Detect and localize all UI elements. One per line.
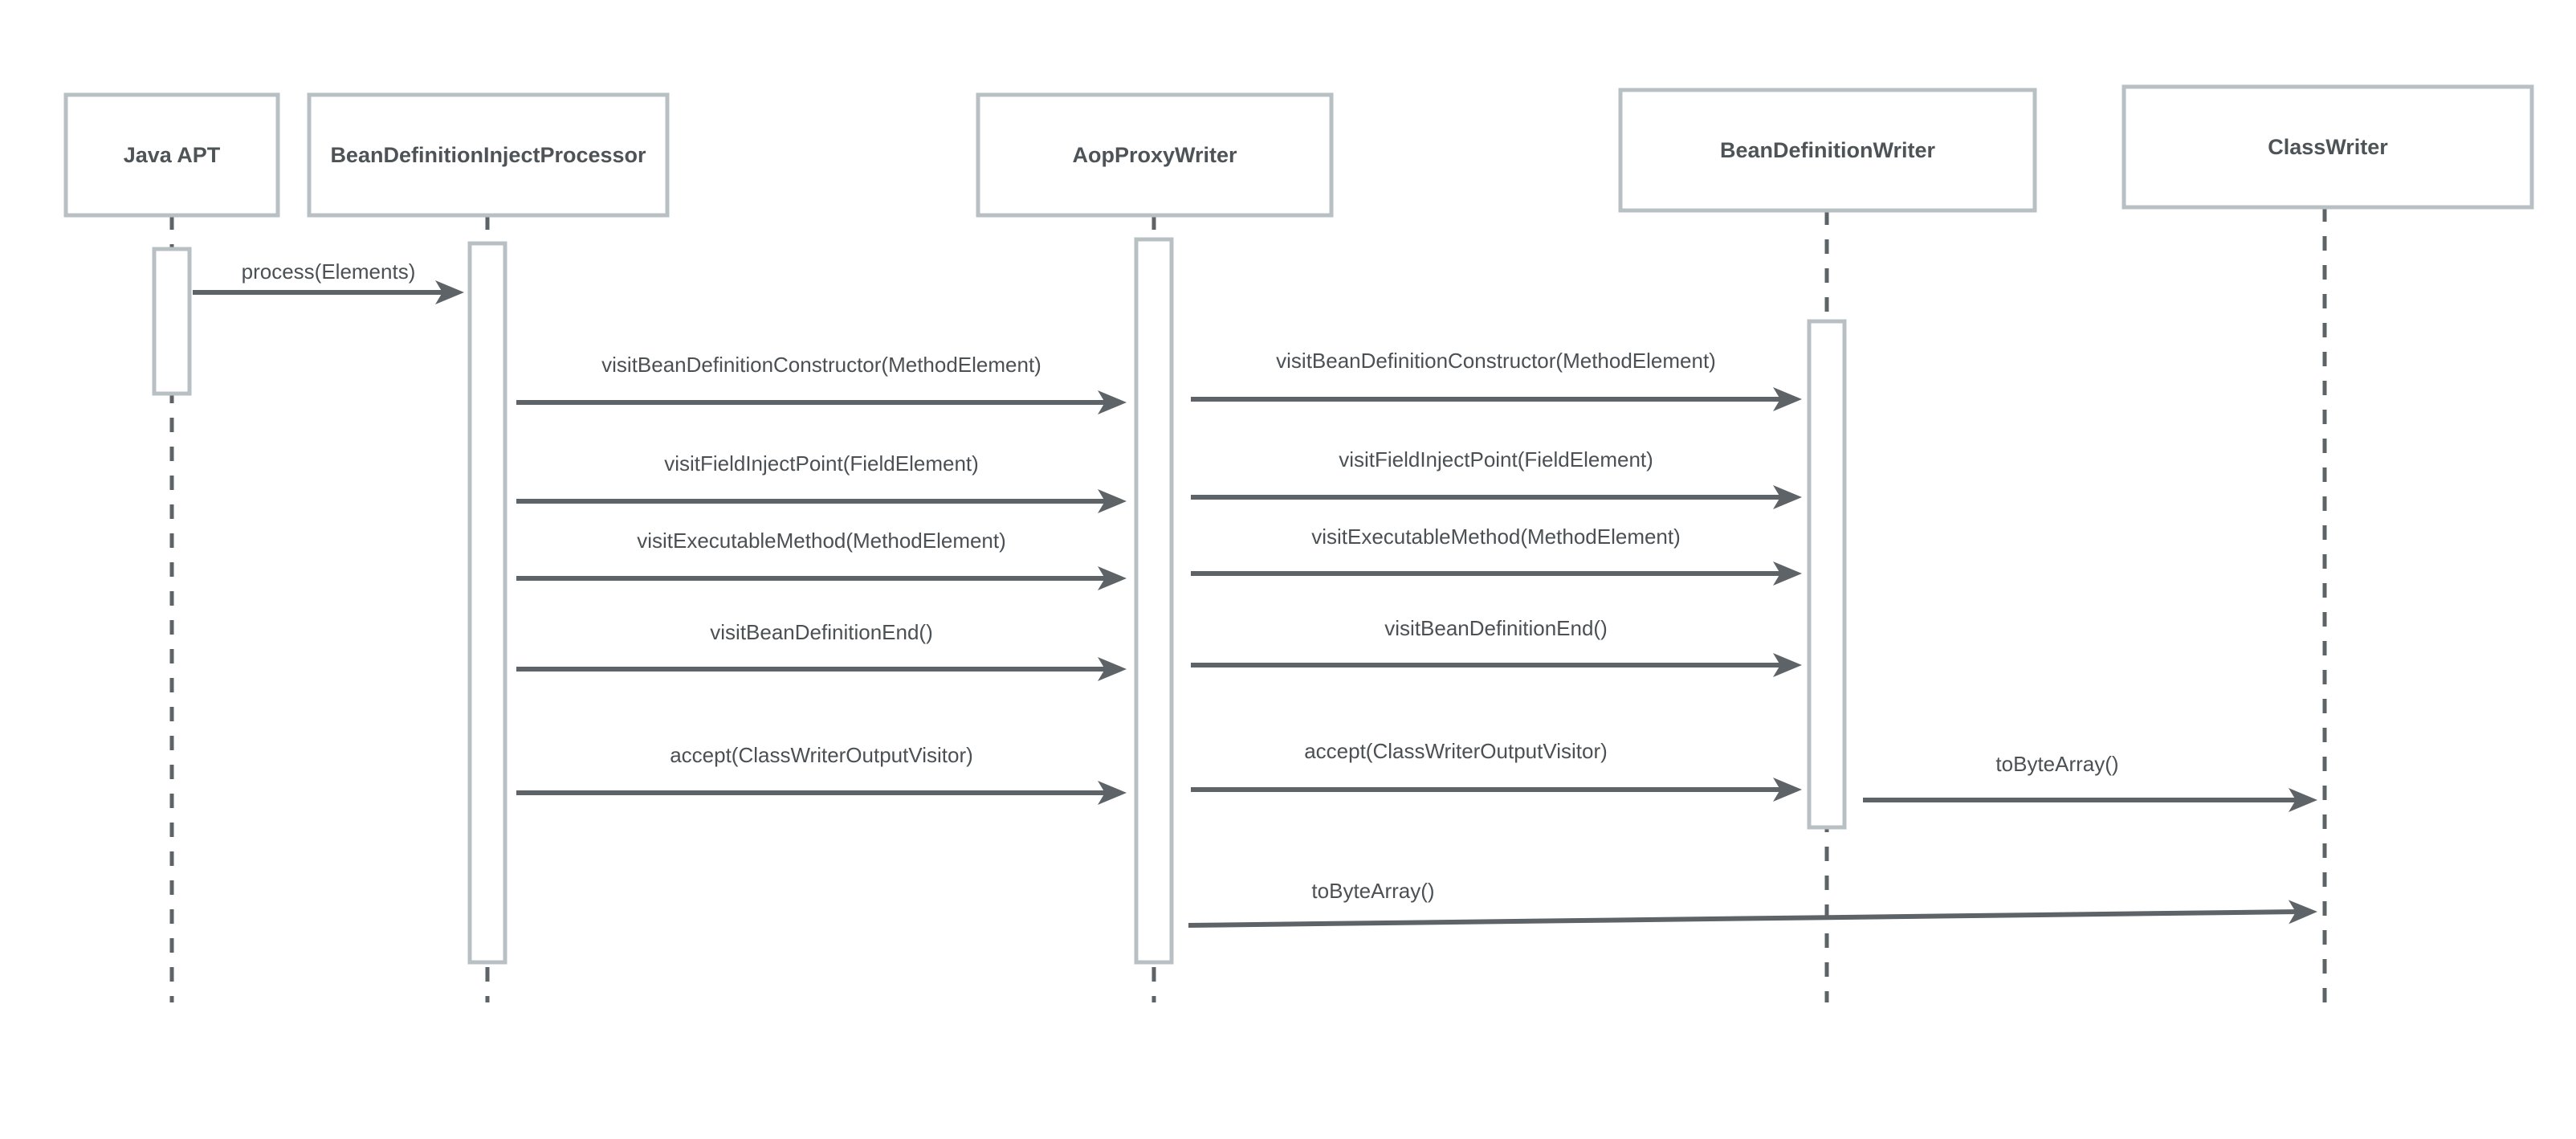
message-arrowhead [1098, 781, 1127, 805]
message-label: visitExecutableMethod(MethodElement) [1311, 525, 1681, 549]
message-labels-layer: process(Elements) visitBeanDefinitionCons… [242, 259, 2119, 903]
participant-label-bdw: BeanDefinitionWriter [1720, 138, 1936, 162]
message-label: visitBeanDefinitionEnd() [710, 620, 932, 644]
message-label: accept(ClassWriterOutputVisitor) [1304, 739, 1608, 763]
message-2-bdip-to-apw [516, 390, 1127, 414]
message-arrowhead [1098, 566, 1127, 590]
message-arrowhead [2288, 900, 2317, 925]
message-12-bdw-to-cw [1863, 788, 2317, 812]
message-6-bdip-to-apw [516, 566, 1127, 590]
message-arrowhead [1773, 561, 1802, 586]
message-label: visitFieldInjectPoint(FieldElement) [1339, 447, 1653, 472]
participant-box-apw[interactable] [976, 92, 1334, 218]
participant-cw[interactable]: ClassWriter [2122, 84, 2534, 210]
message-1-javaapt-to-bdip [193, 280, 464, 304]
participant-javaapt[interactable]: Java APT [63, 92, 280, 218]
activation-bar-bdw [1807, 319, 1847, 830]
activation-bar-javaapt [152, 247, 192, 396]
activations-layer [152, 237, 1847, 965]
participant-box-javaapt[interactable] [63, 92, 280, 218]
message-arrowhead [1098, 657, 1127, 681]
participant-label-bdip: BeanDefinitionInjectProcessor [330, 143, 646, 167]
participant-label-javaapt: Java APT [124, 143, 221, 167]
message-3-apw-to-bdw [1191, 387, 1802, 411]
message-label: toByteArray() [1995, 752, 2118, 776]
message-10-bdip-to-apw [516, 781, 1127, 805]
message-arrowhead [1773, 485, 1802, 509]
participant-bdw[interactable]: BeanDefinitionWriter [1618, 88, 2037, 213]
message-label: visitBeanDefinitionConstructor(MethodEle… [1276, 349, 1716, 373]
participants-layer: Java APT BeanDefinitionInjectProcessor Aop… [63, 84, 2534, 218]
participant-box-cw[interactable] [2122, 84, 2534, 210]
message-label: visitFieldInjectPoint(FieldElement) [664, 451, 979, 476]
participant-label-cw: ClassWriter [2268, 135, 2388, 159]
message-arrowhead [1773, 387, 1802, 411]
messages-layer [193, 280, 2317, 928]
message-label: process(Elements) [242, 259, 416, 284]
activation-bar-bdip [467, 241, 507, 965]
participant-label-apw: AopProxyWriter [1072, 143, 1237, 167]
message-arrowhead [1773, 778, 1802, 802]
message-line [1188, 909, 2301, 928]
message-9-apw-to-bdw [1191, 653, 1802, 677]
message-label: accept(ClassWriterOutputVisitor) [670, 743, 973, 767]
message-arrowhead [1773, 653, 1802, 677]
message-4-bdip-to-apw [516, 489, 1127, 513]
message-label: visitBeanDefinitionConstructor(MethodEle… [601, 353, 1041, 377]
message-7-apw-to-bdw [1191, 561, 1802, 586]
participant-box-bdw[interactable] [1618, 88, 2037, 213]
activation-bar-apw [1134, 237, 1174, 965]
participant-apw[interactable]: AopProxyWriter [976, 92, 1334, 218]
message-label: toByteArray() [1311, 879, 1434, 903]
message-label: visitExecutableMethod(MethodElement) [637, 529, 1006, 553]
message-11-apw-to-bdw [1191, 778, 1802, 802]
message-arrowhead [2289, 788, 2317, 812]
participant-box-bdip[interactable] [307, 92, 670, 218]
message-arrowhead [1098, 489, 1127, 513]
message-label: visitBeanDefinitionEnd() [1384, 616, 1607, 640]
message-8-bdip-to-apw [516, 657, 1127, 681]
message-13-apw-to-cw [1188, 900, 2317, 928]
message-arrowhead [1098, 390, 1127, 414]
message-5-apw-to-bdw [1191, 485, 1802, 509]
participant-bdip[interactable]: BeanDefinitionInjectProcessor [307, 92, 670, 218]
message-arrowhead [435, 280, 464, 304]
